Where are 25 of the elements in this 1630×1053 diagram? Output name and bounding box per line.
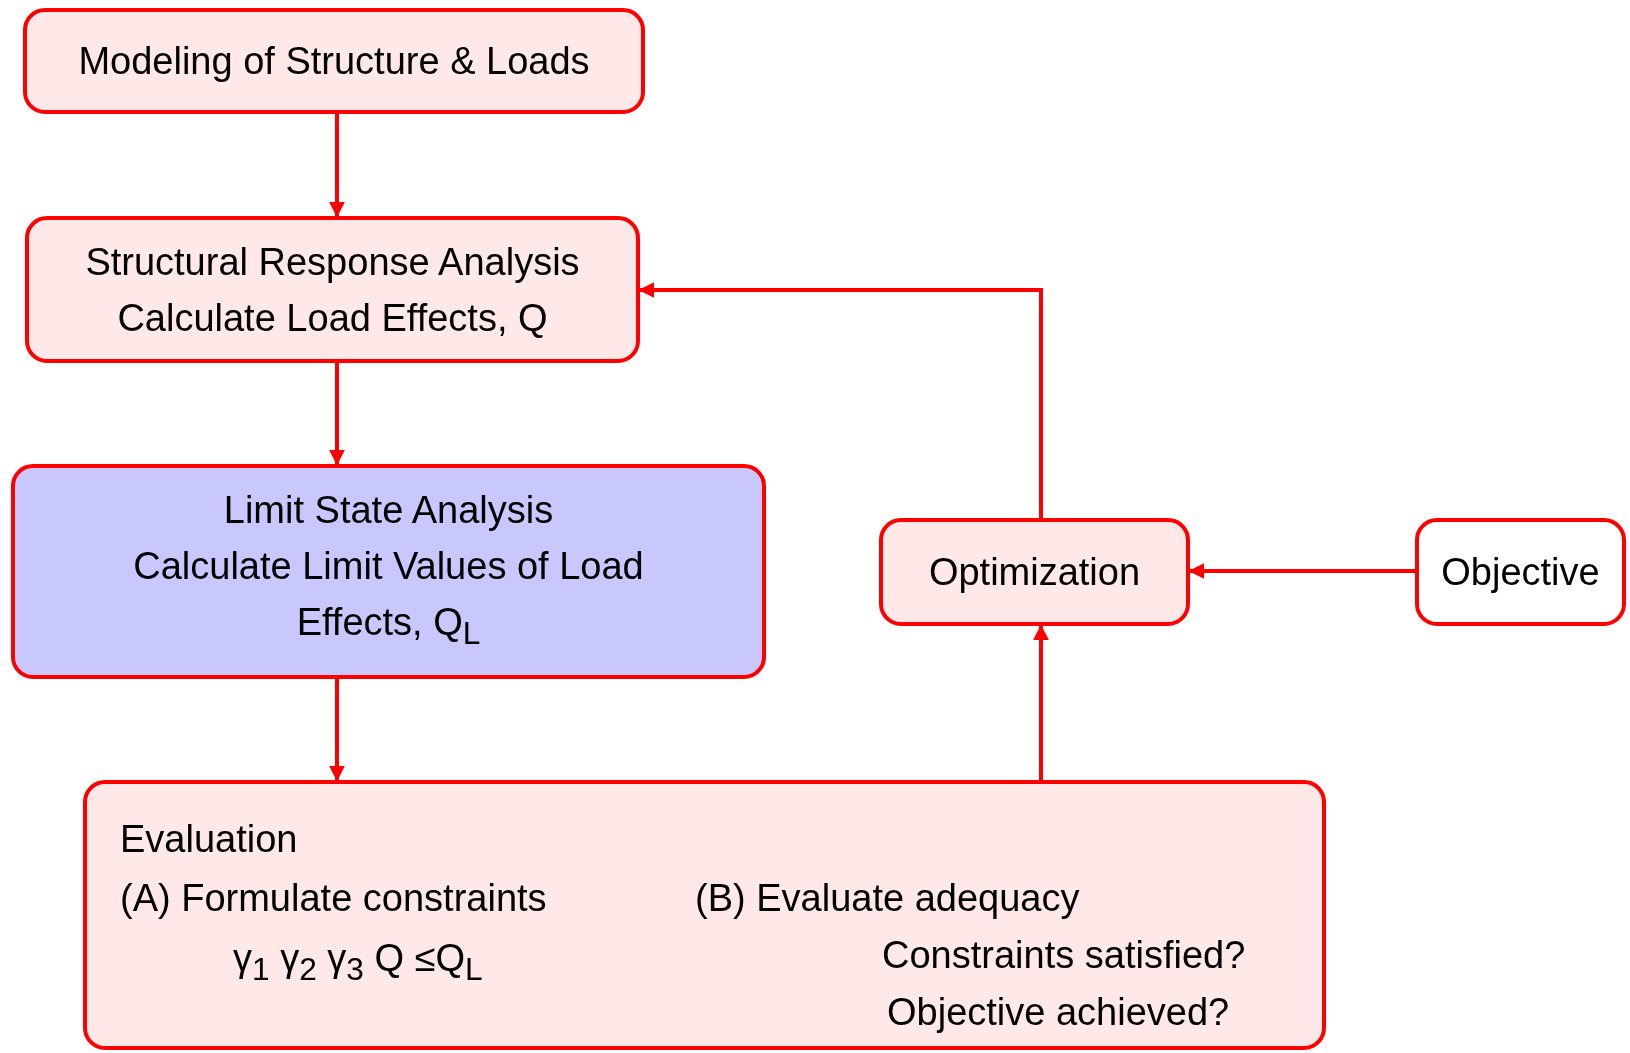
box-title: Optimization: [928, 550, 1141, 595]
box-title: Limit State Analysis: [223, 488, 554, 534]
arrow: [638, 282, 1043, 518]
box-text: Calculate Load Effects, Q: [117, 295, 548, 341]
box-text: γ$_{1}$ γ$_{2}$ γ$_{3}$ Q ≤Q$_{L}$: [233, 936, 483, 989]
box-title: Objective: [1441, 550, 1600, 595]
process-box: [23, 8, 645, 114]
evaluation-box: [83, 780, 1326, 1050]
process-box: [879, 518, 1190, 626]
box-text: (B) Evaluate adequacy: [695, 876, 1080, 921]
box-text: (A) Formulate constraints: [120, 876, 547, 921]
arrow: [329, 114, 345, 218]
box-text: Constraints satisfied?: [882, 933, 1246, 978]
arrow: [1188, 563, 1415, 579]
box-text: Calculate Limit Values of Load Effects, Q$_{L}$: [132, 544, 645, 653]
arrow: [329, 679, 345, 782]
box-title: Modeling of Structure & Loads: [78, 39, 590, 84]
arrow: [1033, 624, 1049, 780]
box-text: Objective achieved?: [887, 990, 1230, 1035]
box-title: Evaluation: [120, 817, 298, 862]
arrow: [329, 363, 345, 466]
process-box: [25, 216, 640, 363]
box-title: Structural Response Analysis: [85, 239, 580, 285]
analysis-box: [11, 464, 766, 679]
input-box: [1415, 518, 1626, 626]
